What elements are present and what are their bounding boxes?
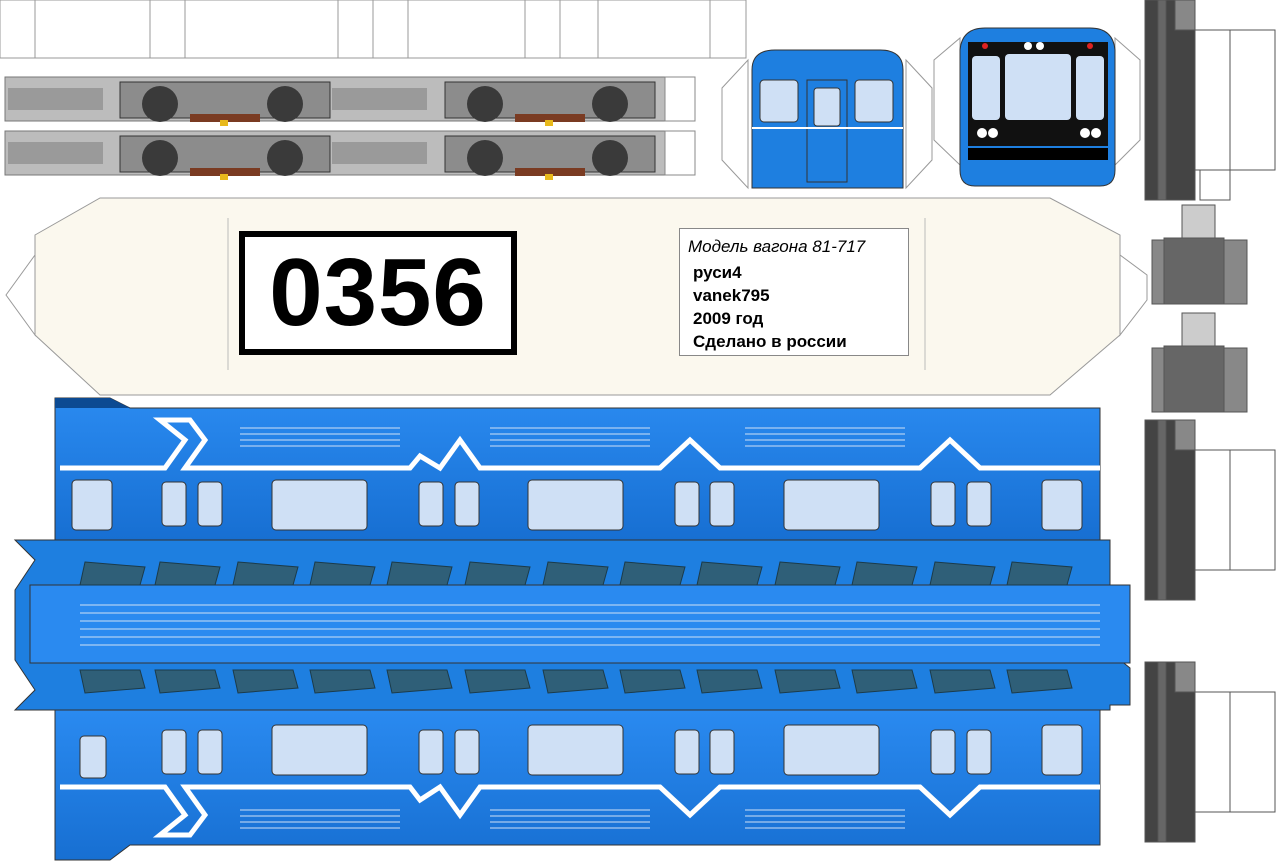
bogie-strip-lower — [4, 130, 696, 180]
author-line: vanek795 — [693, 286, 770, 305]
model-title: Модель вагона 81-717 — [688, 237, 866, 256]
car-number: 0356 — [269, 239, 487, 346]
front-cab-panel — [933, 27, 1141, 187]
top-glue-tabs — [0, 0, 747, 59]
car-side-lower — [54, 709, 1101, 861]
gangway-pieces — [1144, 0, 1276, 843]
origin-line: Сделано в россии — [693, 332, 847, 351]
roof-vent-band — [13, 539, 1131, 711]
rear-end-panel — [721, 49, 933, 190]
year-line: 2009 год — [693, 309, 764, 328]
roof-panel — [5, 197, 1148, 396]
author-line: руси4 — [693, 263, 742, 282]
bogie-strip-upper — [4, 76, 696, 126]
car-side-upper — [54, 397, 1101, 541]
model-info-box: Модель вагона 81-717 руси4 vanek795 2009… — [679, 228, 909, 356]
car-number-plate: 0356 — [239, 231, 517, 355]
